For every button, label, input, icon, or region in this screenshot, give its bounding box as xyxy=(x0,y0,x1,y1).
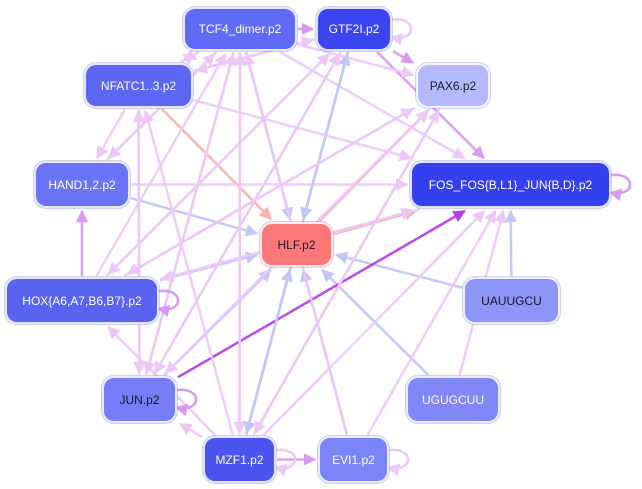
edge-nfatc-to-fos xyxy=(193,99,413,162)
self-loop-gtf2i xyxy=(389,18,413,46)
node-hand1-2[interactable]: HAND1,2.p2 xyxy=(34,161,130,208)
edge-tcf4-to-fos xyxy=(279,50,466,160)
edge-mzf1-to-fos xyxy=(262,210,486,436)
node-label: EVI1.p2 xyxy=(332,452,375,467)
node-label: UAUUGCU xyxy=(481,293,542,308)
edge-nfatc-to-jun xyxy=(133,108,146,375)
node-hlf[interactable]: HLF.p2 xyxy=(260,222,333,267)
edge-tcf4-to-pax6 xyxy=(297,43,415,79)
edge-evi1-to-fos xyxy=(366,209,497,436)
node-fos-jun[interactable]: FOS_FOS{B,L1}_JUN{B,D}.p2 xyxy=(410,161,611,208)
edge-pax6-to-mzf1 xyxy=(253,108,441,435)
edge-tcf4-to-jun xyxy=(143,51,235,375)
edge-nfatc-to-tcf4 xyxy=(180,52,197,65)
edge-gtf2i-to-pax6 xyxy=(392,50,415,64)
self-loop-evi1 xyxy=(386,448,410,477)
self-loop-mzf1 xyxy=(273,448,297,477)
edge-gtf2i-to-jun xyxy=(153,51,342,375)
node-label: UGUGCUU xyxy=(422,392,484,407)
edge-gtf2i-to-hox xyxy=(107,51,332,275)
node-gtf2i[interactable]: GTF2I.p2 xyxy=(316,7,392,51)
edge-nfatc-to-hand xyxy=(96,108,127,160)
self-loop-fos xyxy=(608,173,632,202)
node-label: JUN.p2 xyxy=(119,392,160,407)
node-label: MZF1.p2 xyxy=(215,452,264,467)
node-ugugcuu[interactable]: UGUGCUU xyxy=(406,376,500,423)
node-label: HLF.p2 xyxy=(277,237,316,252)
node-nfatc1-3[interactable]: NFATC1..3.p2 xyxy=(84,63,193,108)
node-evi1[interactable]: EVI1.p2 xyxy=(318,436,389,483)
edge-hand-to-hlf xyxy=(130,197,259,237)
node-mzf1[interactable]: MZF1.p2 xyxy=(203,436,276,483)
node-label: NFATC1..3.p2 xyxy=(100,78,177,93)
self-loop-jun xyxy=(174,388,198,417)
node-label: GTF2I.p2 xyxy=(328,22,380,36)
node-label: HOX{A6,A7,B6,B7}.p2 xyxy=(22,293,142,308)
edge-pax6-to-hox xyxy=(126,106,416,276)
edge-hox-to-tcf4 xyxy=(95,52,227,277)
node-hox[interactable]: HOX{A6,A7,B6,B7}.p2 xyxy=(5,277,159,324)
edge-uauugcu-to-hlf xyxy=(334,251,463,289)
node-pax6[interactable]: PAX6.p2 xyxy=(416,63,490,108)
self-loop-hox xyxy=(156,289,180,318)
node-jun[interactable]: JUN.p2 xyxy=(102,376,177,423)
node-label: PAX6.p2 xyxy=(429,78,477,93)
node-label: HAND1,2.p2 xyxy=(48,177,116,192)
edge-mzf1-to-jun xyxy=(178,422,203,439)
node-label: TCF4_dimer.p2 xyxy=(198,22,282,36)
edge-jun-to-fos xyxy=(177,209,466,379)
node-tcf4-dimer[interactable]: TCF4_dimer.p2 xyxy=(183,7,297,51)
node-label: FOS_FOS{B,L1}_JUN{B,D}.p2 xyxy=(428,177,593,192)
edge-uauugcu-to-fos xyxy=(504,209,518,277)
node-uauugcu[interactable]: UAUUGCU xyxy=(463,277,560,324)
